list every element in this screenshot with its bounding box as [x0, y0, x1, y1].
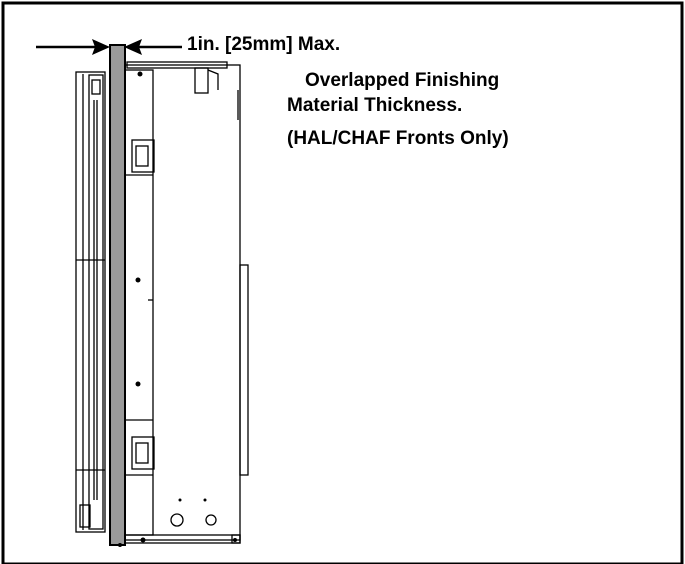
dimension-callout: 1in. [25mm] Max. [187, 34, 341, 55]
finishing-material-bar [109, 44, 126, 546]
front-panel [75, 71, 106, 533]
dimension-arrows [36, 39, 182, 55]
callout-line-finishing: Overlapped Finishing [305, 70, 500, 91]
callout-line-thickness: Material Thickness. [287, 95, 463, 116]
fastener-dots [118, 71, 237, 547]
callout-line-fronts: (HAL/CHAF Fronts Only) [287, 128, 509, 149]
unit-side-body [124, 61, 249, 544]
right-arrow-head [124, 39, 142, 55]
left-arrow-head [92, 39, 110, 55]
